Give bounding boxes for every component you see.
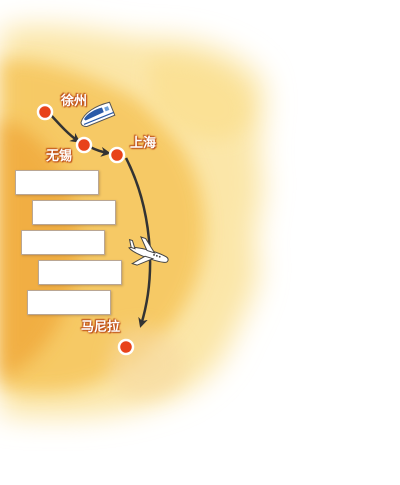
- city-label-manila: 马尼拉: [81, 320, 121, 335]
- city-dot-manila: [117, 338, 135, 356]
- answer-box-1[interactable]: [15, 170, 99, 195]
- route-xuzhou-wuxi: [49, 113, 81, 143]
- answer-box-2[interactable]: [32, 200, 116, 225]
- city-label-xuzhou: 徐州: [61, 94, 88, 109]
- answer-box-4[interactable]: [38, 260, 122, 285]
- city-label-wuxi: 无锡: [46, 149, 73, 164]
- city-dot-shanghai: [108, 146, 126, 164]
- answer-box-5[interactable]: [27, 290, 111, 315]
- city-label-shanghai: 上海: [130, 136, 157, 151]
- city-dot-xuzhou: [36, 103, 54, 121]
- city-dot-wuxi: [75, 136, 93, 154]
- watercolor-wash: [0, 25, 265, 418]
- answer-box-3[interactable]: [21, 230, 105, 255]
- airplane-icon: [128, 236, 169, 266]
- route-shanghai-manila: [124, 157, 152, 328]
- high-speed-train-icon: [80, 101, 116, 127]
